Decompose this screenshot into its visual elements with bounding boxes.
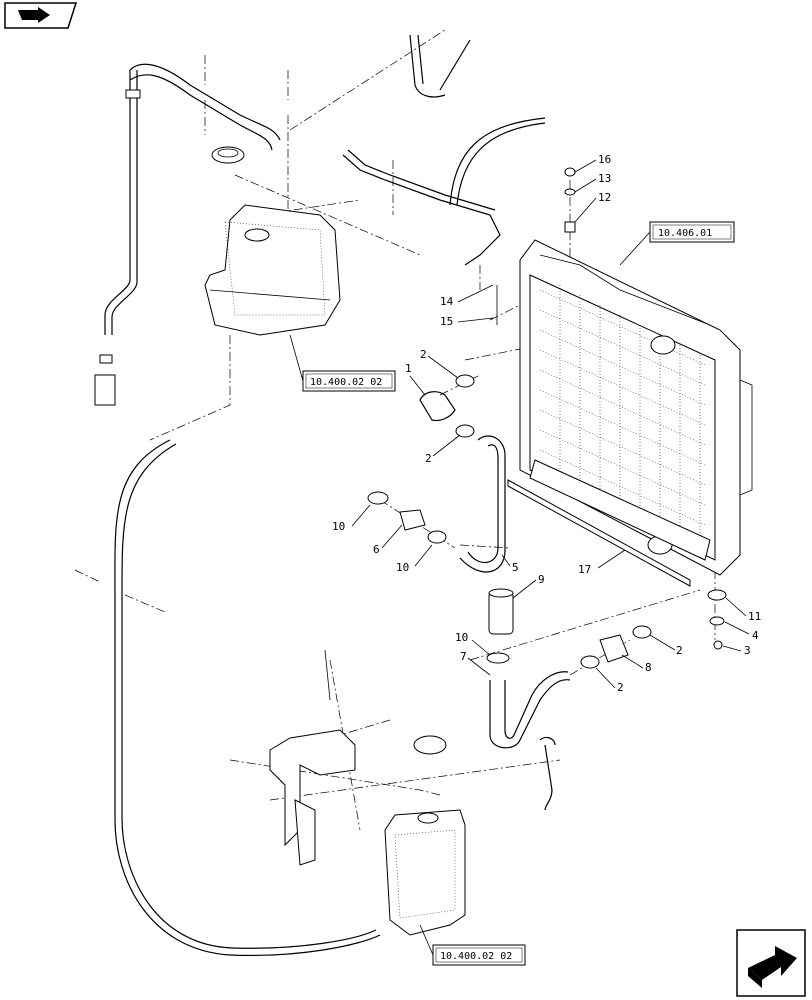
radiator-cap — [211, 146, 245, 164]
overflow-line-long — [114, 439, 381, 957]
radiator — [519, 239, 753, 576]
callout-12: 12 — [598, 191, 611, 204]
ref-radiator-label: 10.406.01 — [658, 228, 712, 239]
callout-6: 6 — [373, 543, 380, 556]
lower-hose-7 — [489, 671, 571, 749]
callout-14: 14 — [440, 295, 454, 308]
vent-line-mid — [342, 117, 546, 266]
callout-13: 13 — [598, 172, 611, 185]
vent-hose-top — [409, 34, 471, 98]
callout-16: 16 — [598, 153, 611, 166]
callout-4: 4 — [752, 629, 759, 642]
callout-2: 2 — [676, 644, 683, 657]
coupling-6 — [367, 491, 447, 544]
callout-2: 2 — [420, 348, 427, 361]
coupling-8 — [580, 625, 652, 669]
mount-11-4-3 — [707, 589, 727, 650]
callout-3: 3 — [744, 644, 751, 657]
callout-1: 1 — [405, 362, 412, 375]
ref-lower-tank-label: 10.400.02 02 — [440, 951, 512, 962]
callout-5: 5 — [512, 561, 519, 574]
overflow-hose-upper — [94, 63, 281, 406]
callout-10: 10 — [455, 631, 468, 644]
next-page-arrow-icon[interactable] — [736, 929, 806, 997]
callout-10: 10 — [332, 520, 345, 533]
callout-11: 11 — [748, 610, 761, 623]
callout-17: 17 — [578, 563, 591, 576]
lower-hose-5 — [459, 435, 506, 573]
callout-2: 2 — [617, 681, 624, 694]
ref-upper-tank-label: 10.400.02 02 — [310, 377, 382, 388]
ref-box-lower-tank[interactable]: 10.400.02 02 — [419, 924, 526, 966]
callout-8: 8 — [645, 661, 652, 674]
callout-7: 7 — [460, 650, 467, 663]
seal-strip-17 — [507, 479, 691, 587]
upper-expansion-tank — [204, 204, 341, 336]
upper-hose-elbow — [419, 374, 475, 438]
tank-bracket — [269, 649, 356, 866]
callout-10: 10 — [396, 561, 409, 574]
ref-box-upper-tank[interactable]: 10.400.02 02 — [289, 334, 396, 392]
lower-expansion-tank — [384, 735, 556, 936]
callouts: 16 13 12 14 15 1 2 2 10 6 10 5 9 17 10 7… — [332, 153, 761, 694]
callout-2: 2 — [425, 452, 432, 465]
sleeve-9 — [486, 588, 514, 664]
callout-9: 9 — [538, 573, 545, 586]
callout-15: 15 — [440, 315, 453, 328]
bolts-12-16 — [496, 167, 576, 325]
back-arrow-icon[interactable] — [4, 2, 78, 29]
ref-box-radiator[interactable]: 10.406.01 — [619, 221, 735, 266]
